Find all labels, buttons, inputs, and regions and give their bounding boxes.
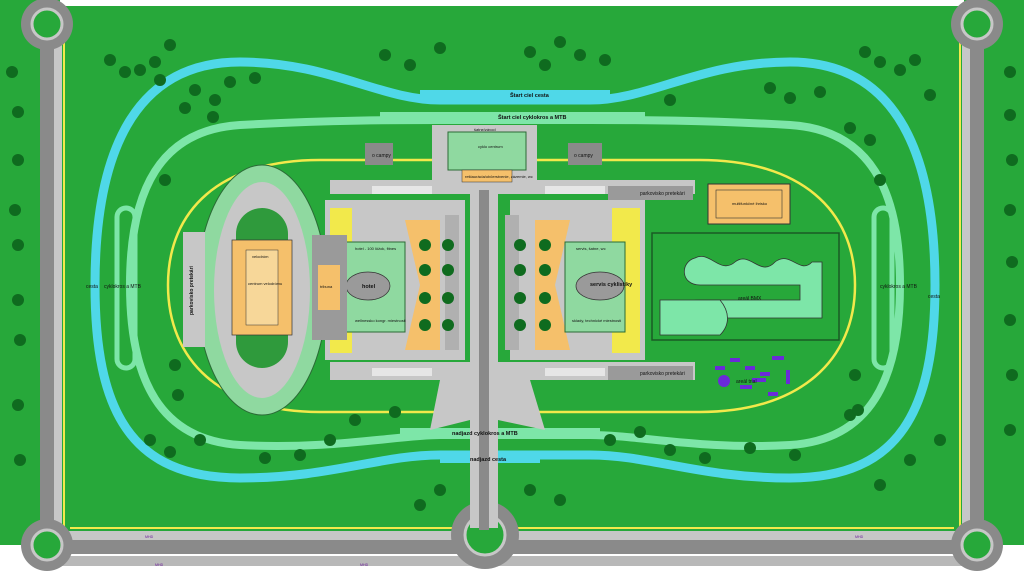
label-start-mtb: Štart ciel cyklokros a MTB xyxy=(498,113,566,121)
bottom-road-lower xyxy=(60,556,964,566)
label-cyclo-center: cyklo centrum xyxy=(478,144,503,149)
plaza-ramp-left xyxy=(430,380,470,430)
central-axis-road xyxy=(479,190,489,530)
crosswalk-left xyxy=(372,186,432,194)
label-service-top: servis, šatne, wc xyxy=(576,246,606,251)
right-perimeter-sidewalk xyxy=(962,30,970,540)
crosswalk-br xyxy=(545,368,605,376)
label-stadium-center: centrum velodrómu xyxy=(248,281,282,286)
bmx-area-frame xyxy=(651,232,840,341)
trees xyxy=(6,36,1018,511)
bmx-start-hill xyxy=(659,299,728,336)
crosswalk-bl xyxy=(372,368,432,376)
label-left-mtb: cyklokros a MTB xyxy=(104,284,142,290)
sand-right xyxy=(535,220,570,350)
label-finish-road: nadjazd cesta xyxy=(470,457,507,463)
trial-obstacles xyxy=(715,356,790,396)
velodrome-parking xyxy=(183,232,205,347)
road-race-track xyxy=(90,57,940,483)
label-service: servis cyklistiky xyxy=(590,282,633,288)
inner-yellow-path xyxy=(166,158,857,414)
parking-bottom-right xyxy=(608,366,693,380)
label-multi-field: multifunkčné ihrisko xyxy=(732,201,768,206)
campers-right-box xyxy=(568,143,602,165)
left-side-loop xyxy=(114,205,138,371)
label-finish-mtb: nadjazd cyklokros a MTB xyxy=(452,431,518,437)
velodrome-side-inner xyxy=(318,265,340,310)
service-court xyxy=(575,271,625,301)
label-stadium-top: šatne/závod xyxy=(474,127,496,132)
multi-field xyxy=(707,183,791,225)
label-right-mtb: cyklokros a MTB xyxy=(880,284,918,290)
start-road-strip xyxy=(420,90,610,100)
label-stadium-mid: velodróm xyxy=(252,254,269,259)
label-mhd-3: MHD xyxy=(855,535,864,539)
right-side-loop xyxy=(871,205,895,371)
roundabout-bottom-right xyxy=(951,519,1003,571)
multi-field-inner xyxy=(715,189,783,219)
label-mhd-2: MHD xyxy=(360,563,369,567)
label-hotel: hotel xyxy=(362,284,376,290)
label-right-road: cesta xyxy=(928,294,940,300)
cyclo-center-bar xyxy=(461,169,513,183)
axis-trees xyxy=(419,239,551,331)
label-hotel-top: hotel - 100 lôžok, fitnes xyxy=(355,246,396,251)
label-parking-bottom: parkovisko pretekári xyxy=(640,371,685,377)
label-start-road: Štart ciel cesta xyxy=(510,91,550,99)
top-edge xyxy=(60,0,964,6)
right-perimeter-road xyxy=(970,30,984,540)
finish-mtb-strip xyxy=(400,428,600,438)
start-mtb-strip xyxy=(380,112,645,122)
label-stadium-building: tribuna xyxy=(320,284,333,289)
roundabout-top-right xyxy=(951,0,1003,50)
label-cyclo-center-sub: reštaurácia/občerstvenie, zázemie, wc xyxy=(465,174,533,179)
crosswalk-right xyxy=(545,186,605,194)
label-hotel-bottom: wellnessko kongr. miestnosti xyxy=(355,318,406,323)
left-perimeter-road xyxy=(40,30,54,540)
velodrome xyxy=(196,164,328,416)
label-left-road: cesta xyxy=(86,284,98,290)
label-campers-right: o campy xyxy=(574,153,593,159)
campers-left-box xyxy=(365,143,393,165)
label-mhd-4: MHD xyxy=(155,563,164,567)
plaza-ramp-right xyxy=(498,380,545,430)
sand-left xyxy=(405,220,440,350)
parking-top-right xyxy=(608,186,693,200)
label-mhd-1: MHD xyxy=(145,535,154,539)
label-trial: areál trial xyxy=(736,379,757,385)
trial-round-obstacle xyxy=(718,375,730,387)
roundabout-bottom-left xyxy=(21,519,73,571)
cyclo-center-building xyxy=(447,131,527,171)
label-parking-left: parkovisko pretekári xyxy=(189,265,195,315)
label-parking-top: parkovisko pretekári xyxy=(640,191,685,197)
left-perimeter-sidewalk xyxy=(54,30,62,540)
label-service-bottom: sklady, technické miestnosti xyxy=(572,318,621,323)
roundabout-top-left xyxy=(21,0,73,50)
label-bmx: areál BMX xyxy=(738,296,762,302)
label-campers-left: o campy xyxy=(372,153,391,159)
